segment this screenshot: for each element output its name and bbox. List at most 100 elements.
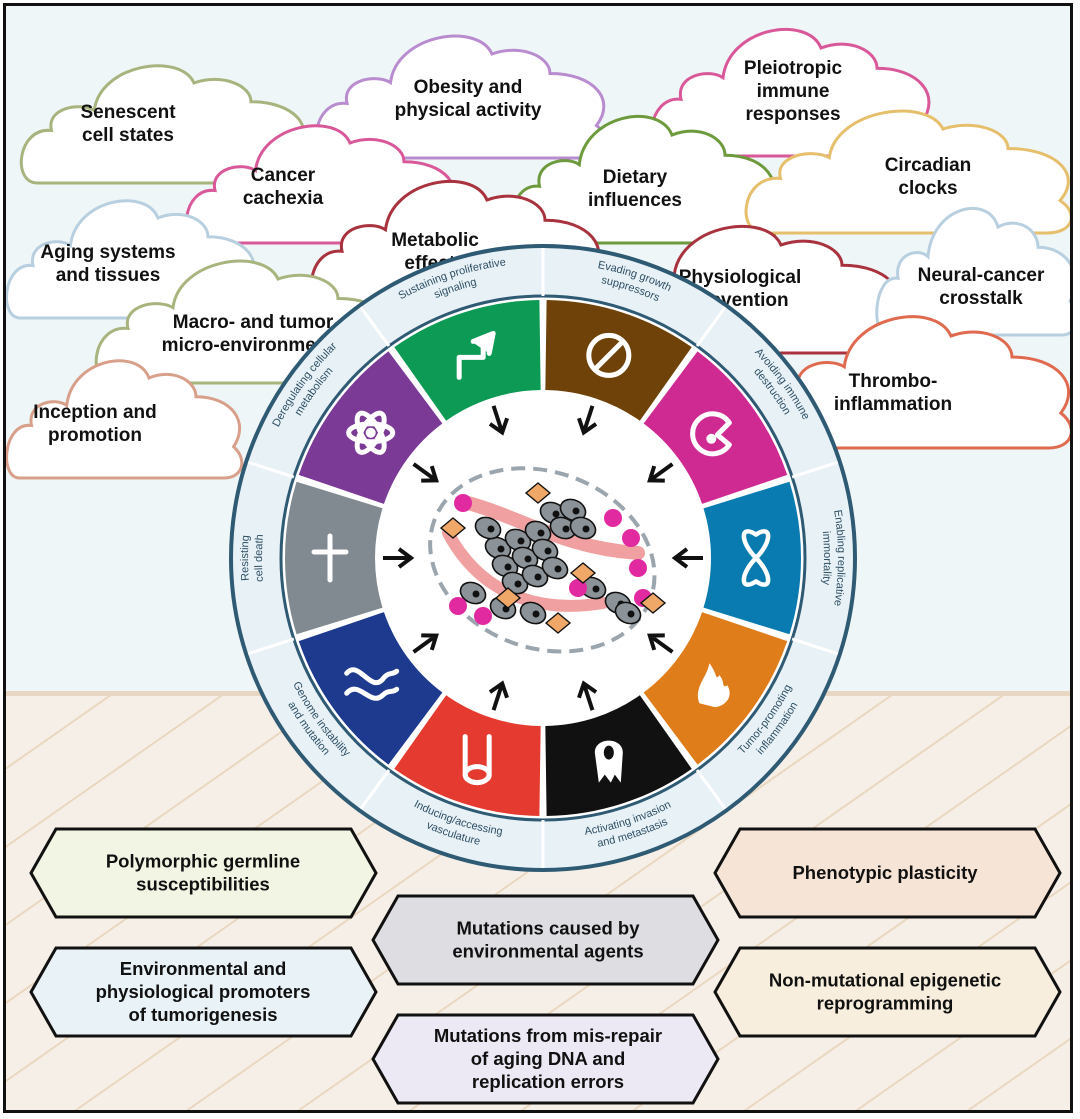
hallmark-segment	[298, 351, 443, 504]
hexagon-shape	[371, 1013, 720, 1105]
cloud-label: Dietary	[603, 167, 668, 188]
hallmark-label: Enabling replicative	[831, 509, 847, 607]
fibroblast-cell	[544, 612, 572, 634]
ring-divider	[695, 306, 727, 347]
hexagon-label: replication errors	[472, 1071, 624, 1092]
vessel-icon	[462, 734, 492, 786]
cloud-label: micro-environments	[162, 335, 345, 356]
inward-arrow-icon	[647, 633, 674, 654]
cloud-label: inflammation	[834, 394, 952, 415]
hexagon-label: Mutations caused by	[457, 918, 641, 939]
fibroblast-cell	[494, 587, 522, 609]
hexagon-plasticity: Phenotypic plasticity	[713, 827, 1062, 919]
hexagon-shape	[29, 827, 378, 919]
ring-divider	[791, 637, 839, 656]
hexagon-shape	[713, 827, 1062, 919]
hexagon-label: Mutations from mis-repair	[434, 1025, 662, 1046]
immune-cell	[569, 579, 587, 597]
cloud-label: promotion	[48, 425, 142, 446]
ring-divider	[359, 769, 391, 810]
cloud-label: Cancer	[251, 165, 316, 186]
hexagon-label: environmental agents	[452, 941, 643, 962]
fibroblast-cell	[524, 482, 552, 504]
cloud-label: cell states	[82, 125, 174, 146]
invasive-cell-icon	[594, 740, 623, 783]
fibroblast-cell	[439, 517, 467, 539]
inward-arrow-icon	[412, 462, 439, 483]
hallmark-label: cell death	[253, 534, 266, 582]
cloud-label: Neural-cancer	[918, 265, 1045, 286]
hallmark-segment	[545, 300, 692, 421]
hexagon-label: susceptibilities	[136, 874, 270, 895]
cloud-label: Circadian	[885, 155, 972, 176]
ring-divider	[359, 306, 391, 347]
hexagon-label: Non-mutational epigenetic	[769, 970, 1001, 991]
flame-icon	[697, 663, 730, 708]
cloud-label: physical activity	[395, 100, 542, 121]
inward-arrow-icon	[647, 462, 674, 483]
hexagon-label: of aging DNA and	[471, 1048, 626, 1069]
cloud-label: Macro- and tumor	[173, 312, 334, 333]
atom-icon	[346, 410, 396, 455]
inward-arrow-icon	[488, 680, 509, 711]
cloud-shape	[314, 34, 608, 160]
hexagon-label: of tumorigenesis	[128, 1004, 277, 1025]
cloud-shape	[744, 109, 1070, 235]
cloud-label: cachexia	[243, 188, 324, 209]
inward-arrow-icon	[671, 547, 703, 569]
infinity-icon	[741, 529, 771, 587]
hexagon-label: physiological promoters	[96, 981, 311, 1002]
cloud-label: crosstalk	[939, 288, 1023, 309]
fibroblast-cell	[569, 562, 597, 584]
inward-arrow-icon	[577, 680, 598, 711]
cloud-label: Obesity and	[414, 77, 523, 98]
cloud-label: Physiological	[679, 267, 801, 288]
tumor-microenvironment	[428, 466, 667, 654]
hexagon-label: reprogramming	[817, 993, 954, 1014]
hexagon-label: Polymorphic germline	[106, 851, 300, 872]
dna-icon	[344, 667, 400, 701]
inward-arrow-icon	[412, 633, 439, 654]
hallmark-segment	[298, 612, 443, 765]
immune-cell-icon	[690, 411, 732, 457]
hexagon-shape	[371, 894, 720, 986]
fibroblast-cell	[639, 592, 667, 614]
cloud-label: Aging systems	[40, 242, 175, 263]
immune-cell	[454, 494, 472, 512]
inward-arrow-icon	[488, 405, 509, 436]
cloud-shape	[6, 359, 244, 480]
hallmark-label: immortality	[820, 531, 833, 586]
cloud-label: responses	[745, 104, 840, 125]
prohibited-icon	[586, 332, 632, 378]
hallmark-segment	[643, 351, 788, 504]
ring-divider	[247, 460, 295, 479]
hallmark-segment	[394, 300, 541, 421]
hexagon-label: Environmental and	[120, 958, 287, 979]
ring-divider	[247, 637, 295, 656]
ring-divider	[695, 769, 727, 810]
cloud-label: immune	[757, 81, 830, 102]
hallmarks-wheel: Sustaining proliferativesignalingEvading…	[229, 244, 857, 872]
immune-cell	[474, 607, 492, 625]
cloud-label: Thrombo-	[849, 371, 938, 392]
inward-arrow-icon	[383, 547, 415, 569]
cross-icon	[311, 533, 349, 583]
hallmark-segment	[703, 481, 801, 635]
cloud-shape	[875, 207, 1070, 337]
arrow-icon	[456, 330, 496, 380]
cloud-label: Senescent	[80, 102, 176, 123]
cloud-label: and tissues	[56, 265, 161, 286]
immune-cell	[622, 529, 640, 547]
